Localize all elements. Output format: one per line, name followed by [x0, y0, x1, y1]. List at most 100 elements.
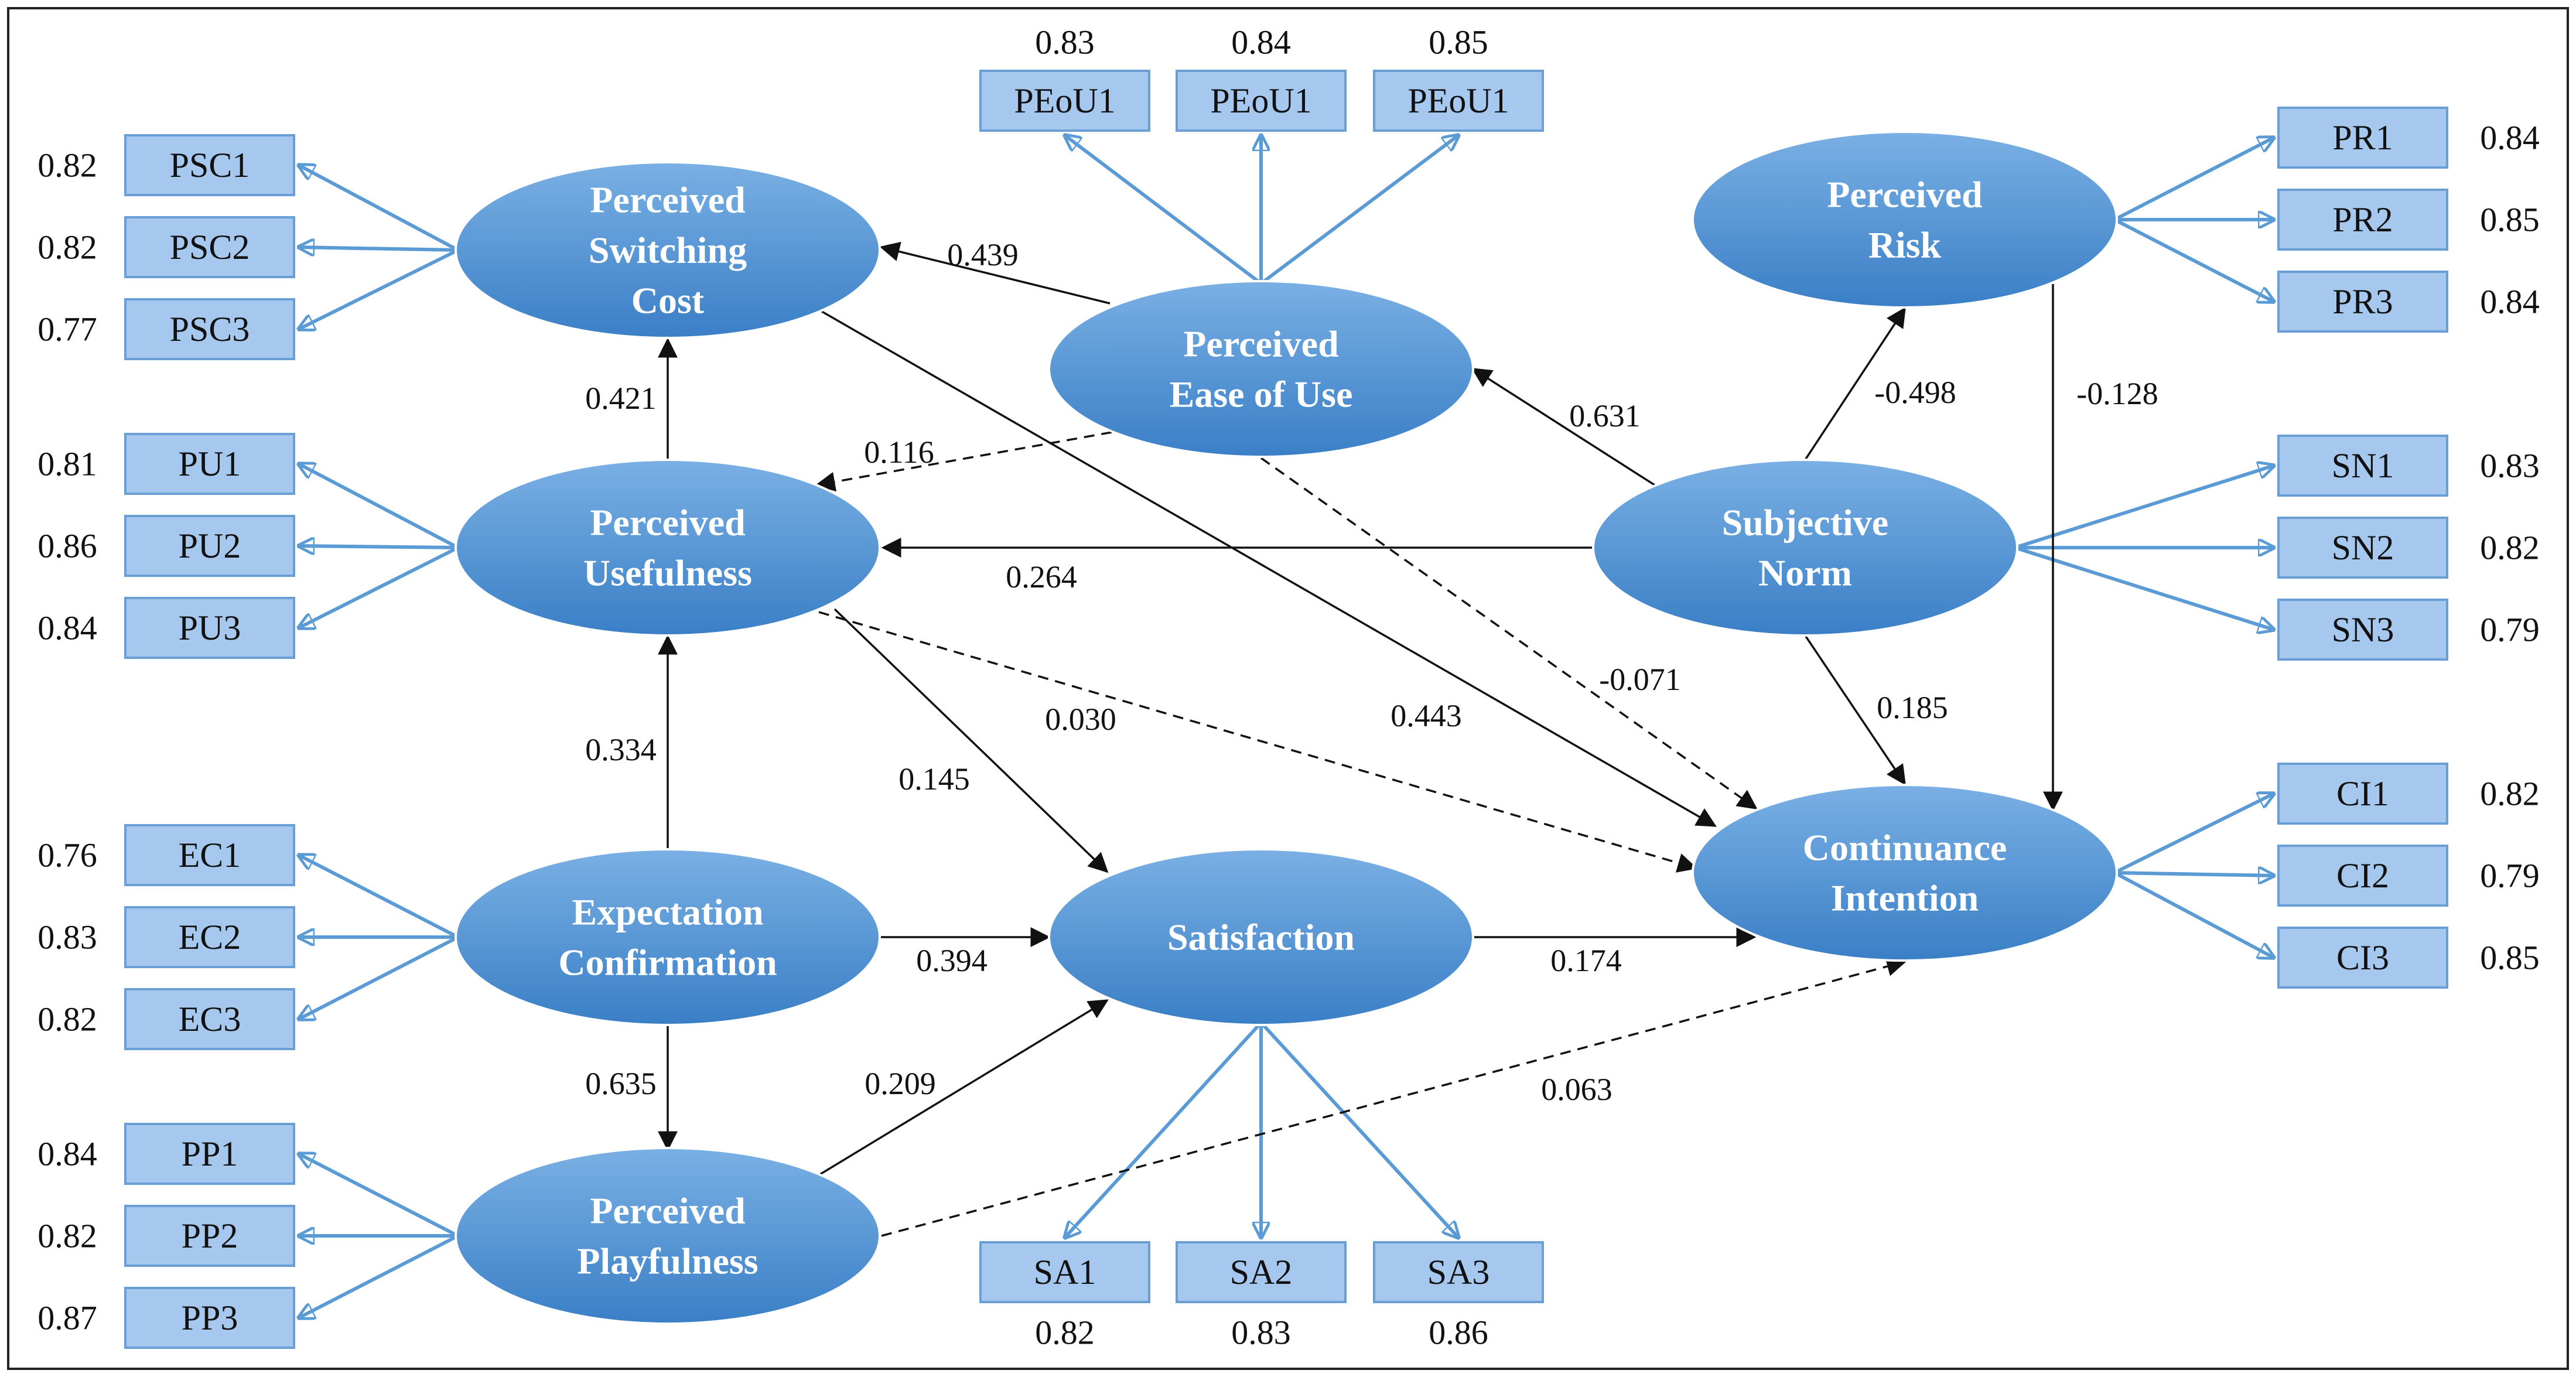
indicator-label: EC2 — [179, 918, 241, 956]
indicator-label: SA2 — [1230, 1253, 1293, 1291]
path-coefficient: 0.185 — [1877, 690, 1948, 725]
construct-ellipse — [1692, 131, 2118, 309]
indicator-box — [1176, 1241, 1347, 1303]
indicator-loading: 0.83 — [1035, 23, 1095, 61]
measurement-arrow — [299, 165, 459, 252]
indicator-box — [124, 216, 295, 278]
indicator-box — [1373, 1241, 1544, 1303]
path-coefficient: 0.030 — [1045, 702, 1116, 737]
indicator-label: PR3 — [2332, 282, 2393, 321]
measurement-arrow — [2113, 794, 2274, 874]
path-pu-to-sat — [833, 608, 1109, 873]
indicator-box — [2277, 435, 2448, 497]
indicator-loading: 0.86 — [37, 527, 97, 565]
indicator-pp2: PP2 0.82 — [37, 1205, 295, 1267]
indicator-loading: 0.82 — [1035, 1314, 1095, 1352]
indicator-ec3: EC3 0.82 — [37, 988, 295, 1050]
measurement-arrows — [299, 135, 2274, 1318]
measurement-arrow — [299, 546, 459, 548]
indicator-box — [124, 988, 295, 1050]
path-coefficients: 0.4390.4210.1160.631-0.498-0.1280.264-0.… — [585, 237, 2158, 1107]
indicator-loading: 0.85 — [1429, 23, 1488, 61]
indicator-loading: 0.84 — [2480, 283, 2540, 321]
construct-label: Perceived — [1827, 174, 1982, 216]
indicator-pp3: PP3 0.87 — [37, 1287, 295, 1349]
measurement-arrow — [1065, 1021, 1263, 1238]
construct-label: Intention — [1831, 877, 1979, 919]
construct-ellipse — [1592, 459, 2018, 637]
indicator-label: PR1 — [2332, 118, 2393, 157]
indicator-ec2: EC2 0.83 — [37, 906, 295, 968]
indicator-label: PU2 — [179, 527, 241, 565]
construct-label: Expectation — [572, 891, 763, 933]
indicator-box — [2277, 763, 2448, 825]
indicator-loading: 0.85 — [2480, 939, 2540, 977]
indicator-loading: 0.82 — [37, 1000, 97, 1038]
measurement-arrow — [1065, 135, 1262, 285]
indicator-pr3: PR3 0.84 — [2277, 271, 2540, 333]
path-peou-to-psc — [879, 241, 1111, 305]
path-coefficient: 0.063 — [1541, 1072, 1612, 1107]
indicator-loading: 0.84 — [37, 1135, 97, 1173]
path-coefficient: 0.116 — [864, 435, 934, 470]
measurement-arrow — [1260, 135, 1458, 285]
indicator-loading: 0.84 — [2480, 119, 2540, 157]
indicator-box — [979, 70, 1150, 132]
indicator-label: PEoU1 — [1407, 81, 1509, 120]
construct-ellipse — [455, 161, 881, 339]
indicator-box — [1373, 70, 1544, 132]
indicator-box — [2277, 107, 2448, 169]
measurement-arrow — [2113, 138, 2274, 221]
indicator-box — [124, 515, 295, 577]
indicator-loading: 0.82 — [37, 1217, 97, 1255]
indicator-box — [2277, 189, 2448, 251]
indicator-box — [2277, 517, 2448, 579]
indicator-label: PEoU1 — [1210, 81, 1311, 120]
structural-paths — [658, 241, 2063, 1237]
construct-ellipse — [1692, 784, 2118, 962]
construct-label: Usefulness — [583, 552, 752, 594]
path-sn-to-pr — [1804, 307, 1906, 460]
indicator-label: SN1 — [2332, 446, 2394, 485]
path-coefficient: -0.071 — [1599, 662, 1680, 697]
indicator-loading: 0.77 — [37, 310, 97, 348]
path-coefficient: 0.334 — [585, 732, 657, 767]
path-peou-to-pu — [815, 431, 1112, 492]
indicator-loading: 0.83 — [37, 918, 97, 956]
construct-label: Norm — [1758, 552, 1852, 594]
path-pp-to-ci — [881, 956, 1907, 1237]
construct-label: Perceived — [590, 1190, 745, 1232]
path-coefficient: 0.421 — [585, 381, 657, 416]
indicator-box — [124, 298, 295, 360]
indicator-label: EC3 — [179, 1000, 241, 1038]
construct-ellipse — [1048, 280, 1474, 458]
indicator-label: CI3 — [2336, 938, 2389, 977]
measurement-arrow — [299, 935, 459, 1019]
construct-ellipse — [1048, 848, 1474, 1026]
construct-label: Perceived — [1183, 323, 1338, 365]
indicator-label: PP3 — [182, 1299, 238, 1337]
indicator-loading: 0.79 — [2480, 857, 2540, 895]
indicator-loading: 0.81 — [37, 445, 97, 483]
indicator-label: PU3 — [179, 609, 241, 647]
indicator-label: SA3 — [1427, 1253, 1490, 1291]
indicator-label: PP2 — [182, 1217, 238, 1255]
path-coefficient: -0.498 — [1874, 375, 1956, 410]
construct-ellipse — [455, 1147, 881, 1325]
measurement-arrow — [299, 855, 459, 939]
path-coefficient: 0.145 — [898, 761, 970, 797]
path-sn-to-peou — [1471, 368, 1657, 487]
indicator-loading: 0.87 — [37, 1299, 97, 1337]
